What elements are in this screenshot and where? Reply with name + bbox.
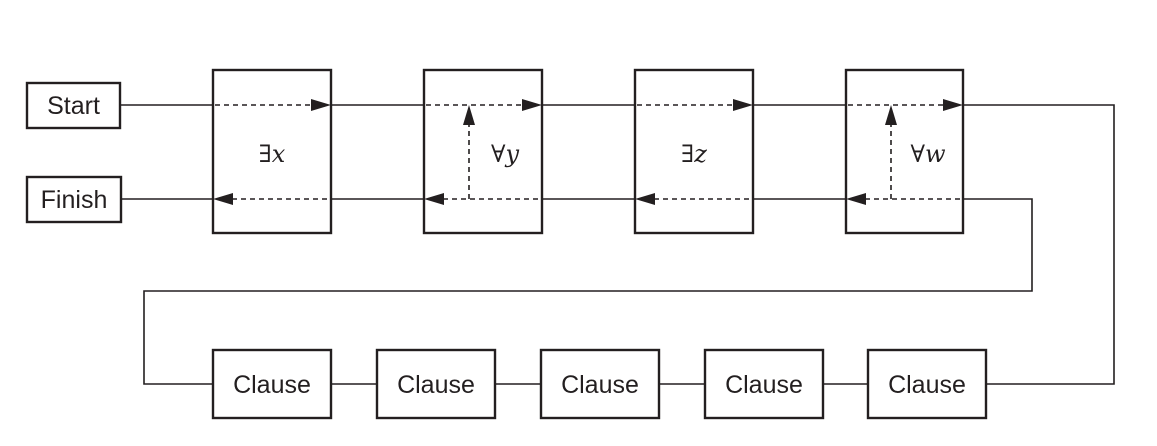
clause-label: Clause — [233, 371, 311, 399]
wires — [120, 104, 1115, 385]
clause-label: Clause — [397, 371, 475, 399]
quantifier-symbol: ∀ — [491, 140, 506, 168]
quantifier-gadget-4: ∀w — [844, 68, 965, 235]
clause-box — [703, 348, 825, 420]
up-arrowhead — [463, 105, 475, 125]
bottom-wire — [121, 198, 1033, 385]
clause-label: Clause — [888, 371, 966, 399]
quantifier-gadget-1: ∃x — [211, 68, 333, 235]
start-terminal: Start — [25, 81, 122, 130]
finish-terminal: Finish — [25, 175, 123, 224]
quantifier-symbol: ∃ — [259, 140, 272, 168]
quantifier-box — [633, 68, 755, 235]
quantifier-symbol: ∃ — [681, 140, 694, 168]
quantifier-label: ∃z — [681, 140, 707, 168]
right-arrowhead — [522, 99, 542, 111]
left-arrowhead — [213, 193, 233, 205]
clause-label: Clause — [561, 371, 639, 399]
clause-box — [539, 348, 661, 420]
finish-box — [25, 175, 123, 224]
quantifier-box — [211, 68, 333, 235]
right-arrowhead — [311, 99, 331, 111]
clause-4: Clause — [703, 348, 825, 420]
left-arrowhead — [424, 193, 444, 205]
right-arrowhead — [733, 99, 753, 111]
quantifier-gadget-3: ∃z — [633, 68, 755, 235]
quantifier-gadget-2: ∀y — [422, 68, 544, 235]
top-wire — [120, 104, 1115, 385]
quantifier-box — [844, 68, 965, 235]
quantifier-label: ∀y — [491, 140, 519, 168]
left-arrowhead — [635, 193, 655, 205]
quantifier-variable: z — [693, 140, 707, 168]
quantifier-variable: w — [925, 140, 946, 168]
quantifier-label: ∀w — [910, 140, 945, 168]
clause-label: Clause — [725, 371, 803, 399]
clause-box — [866, 348, 988, 420]
clause-3: Clause — [539, 348, 661, 420]
clause-2: Clause — [375, 348, 497, 420]
start-label: Start — [47, 92, 100, 120]
finish-label: Finish — [41, 186, 108, 214]
clause-1: Clause — [211, 348, 333, 420]
clause-box — [211, 348, 333, 420]
up-arrowhead — [885, 105, 897, 125]
clause-box — [375, 348, 497, 420]
quantifier-symbol: ∀ — [910, 140, 925, 168]
quantifier-label: ∃x — [259, 140, 286, 168]
right-arrowhead — [943, 99, 963, 111]
start-box — [25, 81, 122, 130]
quantifier-variable: y — [504, 140, 519, 168]
clause-5: Clause — [866, 348, 988, 420]
quantifier-variable: x — [272, 140, 286, 168]
left-arrowhead — [846, 193, 866, 205]
quantifier-box — [422, 68, 544, 235]
